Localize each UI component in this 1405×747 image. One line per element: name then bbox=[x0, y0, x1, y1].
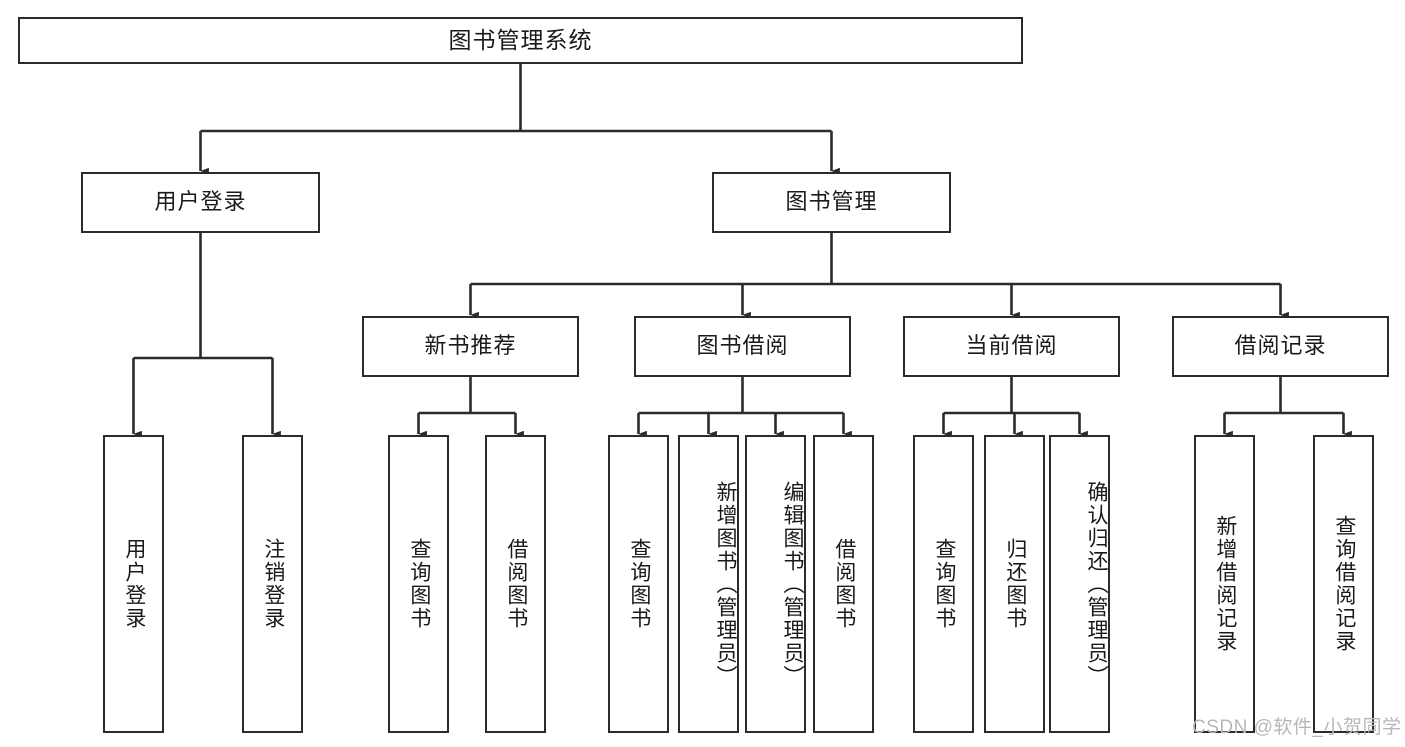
node-leaf-add-book-admin[interactable]: 新增图书（管理员） bbox=[678, 435, 739, 733]
node-new-book-recommend[interactable]: 新书推荐 bbox=[362, 316, 579, 377]
node-label: 用户登录 bbox=[154, 189, 247, 215]
node-label: 用户登录 bbox=[122, 538, 146, 630]
node-leaf-query-book-current[interactable]: 查询图书 bbox=[913, 435, 974, 733]
node-label: 新书推荐 bbox=[424, 333, 517, 359]
node-root-book-management-system[interactable]: 图书管理系统 bbox=[18, 17, 1023, 64]
node-label: 借阅图书 bbox=[504, 538, 528, 630]
node-label: 确认归还（管理员） bbox=[1085, 480, 1108, 688]
node-leaf-query-book-recommend[interactable]: 查询图书 bbox=[388, 435, 449, 733]
node-book-management[interactable]: 图书管理 bbox=[712, 172, 951, 233]
node-label: 借阅记录 bbox=[1234, 333, 1327, 359]
node-label: 图书管理系统 bbox=[448, 26, 593, 53]
node-label: 新增图书（管理员） bbox=[714, 480, 737, 688]
node-leaf-query-borrow-record[interactable]: 查询借阅记录 bbox=[1313, 435, 1374, 733]
node-current-borrow[interactable]: 当前借阅 bbox=[903, 316, 1120, 377]
node-label: 查询借阅记录 bbox=[1332, 515, 1356, 653]
node-label: 当前借阅 bbox=[965, 333, 1058, 359]
node-label: 借阅图书 bbox=[832, 538, 856, 630]
node-leaf-query-book-borrow[interactable]: 查询图书 bbox=[608, 435, 669, 733]
node-label: 图书借阅 bbox=[696, 333, 789, 359]
node-leaf-user-login[interactable]: 用户登录 bbox=[103, 435, 164, 733]
node-label: 查询图书 bbox=[932, 538, 956, 630]
node-label: 查询图书 bbox=[407, 538, 431, 630]
node-label: 编辑图书（管理员） bbox=[781, 480, 804, 688]
node-label: 新增借阅记录 bbox=[1213, 515, 1237, 653]
node-leaf-borrow-book[interactable]: 借阅图书 bbox=[813, 435, 874, 733]
csdn-watermark: CSDN @软件_小贺同学 bbox=[1192, 717, 1402, 738]
node-label: 归还图书 bbox=[1003, 538, 1027, 630]
node-label: 图书管理 bbox=[785, 189, 878, 215]
node-label: 查询图书 bbox=[627, 538, 651, 630]
node-leaf-add-borrow-record[interactable]: 新增借阅记录 bbox=[1194, 435, 1255, 733]
node-borrow-record[interactable]: 借阅记录 bbox=[1172, 316, 1389, 377]
node-label: 注销登录 bbox=[261, 538, 285, 630]
node-leaf-confirm-return-admin[interactable]: 确认归还（管理员） bbox=[1049, 435, 1110, 733]
node-book-borrow[interactable]: 图书借阅 bbox=[634, 316, 851, 377]
node-leaf-logout[interactable]: 注销登录 bbox=[242, 435, 303, 733]
node-leaf-edit-book-admin[interactable]: 编辑图书（管理员） bbox=[745, 435, 806, 733]
node-leaf-borrow-book-recommend[interactable]: 借阅图书 bbox=[485, 435, 546, 733]
node-leaf-return-book[interactable]: 归还图书 bbox=[984, 435, 1045, 733]
node-user-login[interactable]: 用户登录 bbox=[81, 172, 320, 233]
